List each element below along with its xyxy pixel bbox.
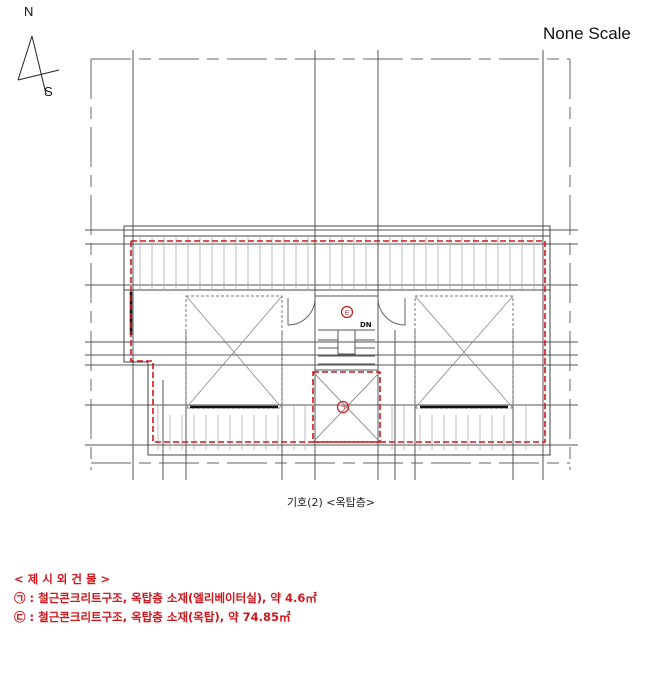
note-item-2: ㉢ : 철근콘크리트구조, 옥탑층 소재(옥탑), 약 74.85㎡ (14, 608, 317, 627)
note-item-1: ㉠ : 철근콘크리트구조, 옥탑층 소재(엘리베이터실), 약 4.6㎡ (14, 589, 317, 608)
note-item-1-symbol: ㉠ (14, 591, 26, 605)
stair-core (314, 295, 379, 371)
compass-north-label: N (24, 4, 34, 19)
left-door-swing (287, 297, 316, 326)
right-door-swing (377, 297, 406, 326)
grid-lines-horizontal (85, 229, 578, 446)
note-item-2-symbol: ㉢ (14, 610, 26, 624)
north-arrow (10, 8, 70, 103)
elevator-room (312, 371, 381, 443)
plan-caption: 기호(2) <옥탑층> (286, 496, 376, 509)
notes-title: < 제 시 외 건 물 > (14, 572, 111, 586)
svg-text:ㄱ: ㄱ (340, 404, 346, 412)
site-boundary (90, 58, 571, 470)
svg-text:ㅌ: ㅌ (344, 309, 350, 317)
north-arrow-icon (17, 35, 60, 95)
compass-south-label: S (44, 84, 53, 99)
roof-hatch (139, 236, 535, 450)
stair-down-label: DN (360, 321, 372, 329)
windows (129, 292, 508, 409)
marker-e-icon: ㅌ (340, 305, 354, 319)
scale-label: None Scale (543, 24, 631, 43)
marker-a-icon: ㄱ (336, 400, 350, 414)
note-item-1-text: : 철근콘크리트구조, 옥탑층 소재(엘리베이터실), 약 4.6㎡ (29, 591, 317, 605)
roof-outline (123, 225, 551, 456)
note-item-2-text: : 철근콘크리트구조, 옥탑층 소재(옥탑), 약 74.85㎡ (29, 610, 291, 624)
notes-legend: < 제 시 외 건 물 > ㉠ : 철근콘크리트구조, 옥탑층 소재(엘리베이터… (14, 570, 317, 627)
boundary-outline-red (130, 240, 546, 443)
